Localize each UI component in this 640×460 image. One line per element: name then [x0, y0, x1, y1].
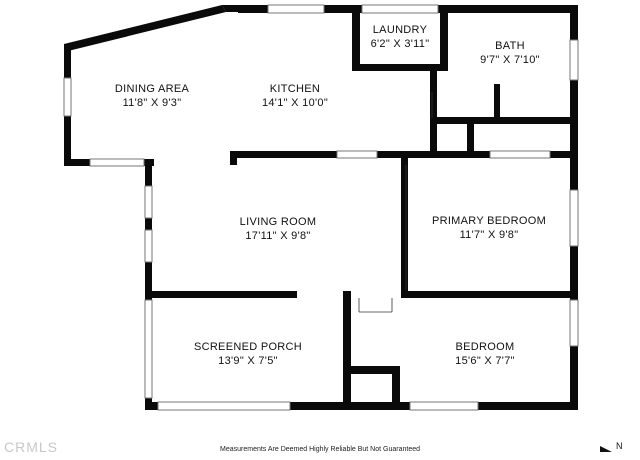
wall-bath-partition	[494, 84, 500, 120]
bedroom-dim: 15'6" X 7'7"	[455, 355, 515, 367]
living-name: LIVING ROOM	[240, 216, 317, 228]
room-labels: DINING AREA 11'8" X 9'3" KITCHEN 14'1" X…	[115, 24, 546, 367]
window-bedroom-bottom	[409, 401, 479, 411]
primary-name: PRIMARY BEDROOM	[432, 215, 546, 227]
wall-bath-left	[430, 71, 437, 157]
wall-closet-top	[343, 366, 400, 374]
dining-dim: 11'8" X 9'3"	[123, 97, 182, 109]
wall-top-left	[64, 5, 226, 51]
laundry-name: LAUNDRY	[373, 24, 428, 36]
window-porch-bottom	[157, 401, 291, 411]
wall-primary-left	[401, 151, 408, 298]
wall-bottom	[145, 402, 578, 410]
laundry-dim: 6'2" X 3'11"	[371, 38, 430, 50]
wall-top-corner	[222, 5, 240, 12]
window-porch-left	[144, 299, 153, 399]
north-arrow-icon	[600, 446, 612, 452]
wall-laundry-bottom	[352, 64, 448, 71]
wall-bath-bottom	[430, 117, 575, 124]
porch-dim: 13'9" X 7'5"	[218, 355, 278, 367]
kitchen-name: KITCHEN	[270, 83, 320, 95]
bath-name: BATH	[495, 40, 525, 52]
window-dining-left	[63, 77, 72, 117]
window-living-1	[144, 185, 153, 219]
north-label: N	[616, 441, 623, 451]
window-bedroom	[569, 299, 579, 347]
wall-laundry-left	[352, 5, 360, 71]
window-bath	[569, 39, 579, 81]
kitchen-dim: 14'1" X 10'0"	[262, 97, 328, 109]
wall-kitchen-step	[230, 151, 237, 165]
window-closet-top	[489, 150, 551, 159]
window-living-2	[144, 229, 153, 263]
wall-closet	[467, 117, 474, 157]
living-dim: 17'11" X 9'8"	[245, 230, 310, 242]
window-top-laundry	[361, 4, 439, 14]
window-top-kitchen	[267, 4, 325, 14]
wall-closet-right	[392, 366, 400, 409]
wall-porch-top	[145, 291, 297, 298]
window-dining-bottom	[89, 158, 145, 167]
wall-bedroom-left	[343, 291, 351, 409]
opening-living-top	[336, 150, 378, 159]
wall-bedroom-top	[401, 291, 578, 298]
wall-living-left	[145, 159, 152, 409]
primary-dim: 11'7" X 9'8"	[460, 229, 519, 241]
porch-name: SCREENED PORCH	[194, 341, 302, 353]
window-primary	[569, 189, 579, 247]
wall-laundry-right	[440, 5, 448, 71]
bath-dim: 9'7" X 7'10"	[480, 54, 540, 66]
watermark: CRMLS	[4, 439, 59, 455]
disclaimer: Measurements Are Deemed Highly Reliable …	[220, 446, 420, 453]
windows	[63, 4, 579, 411]
bedroom-name: BEDROOM	[456, 341, 515, 353]
door-marks	[358, 92, 433, 313]
dining-name: DINING AREA	[115, 83, 190, 95]
